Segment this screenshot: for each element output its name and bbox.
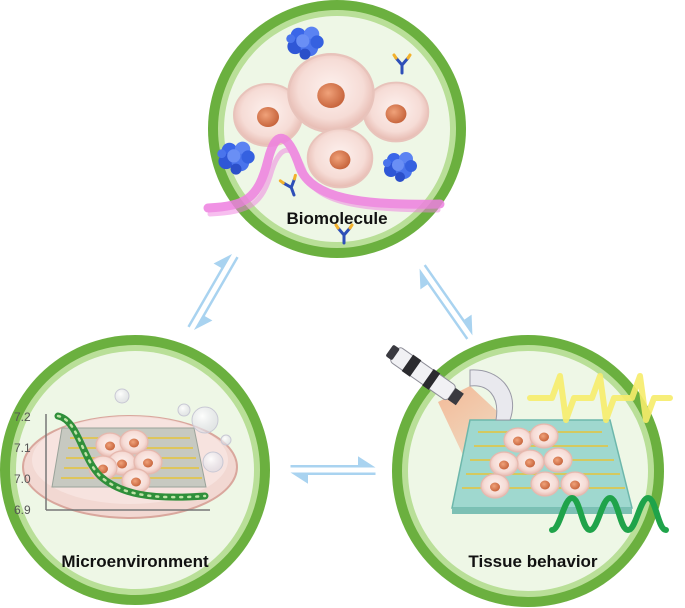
ph-tick: 7.2 [14, 410, 31, 424]
ph-trend-curve [54, 412, 209, 501]
equilibrium-arrow-icon [410, 259, 482, 345]
ph-axis: 7.2 7.1 7.0 6.9 [14, 410, 210, 517]
tissue-behavior-node: Tissue behavior [386, 335, 673, 607]
biomolecule-label: Biomolecule [286, 209, 387, 228]
ph-tick: 6.9 [14, 503, 31, 517]
biomolecule-node: Biomolecule [203, 0, 466, 258]
green-signal [549, 494, 669, 534]
microenvironment-node: 7.2 7.1 7.0 6.9 Microenvironment [0, 335, 270, 605]
yellow-signal [527, 373, 673, 423]
ph-tick: 7.1 [14, 441, 31, 455]
microenvironment-label: Microenvironment [61, 552, 209, 571]
equilibrium-arrow-icon [179, 248, 247, 336]
ph-tick: 7.0 [14, 472, 31, 486]
pink-signal-peak [203, 134, 445, 217]
bubble-icon [114, 388, 232, 473]
microscope-icon [386, 345, 514, 421]
equilibrium-arrow-icon [290, 456, 376, 484]
tissue-behavior-label: Tissue behavior [468, 552, 598, 571]
